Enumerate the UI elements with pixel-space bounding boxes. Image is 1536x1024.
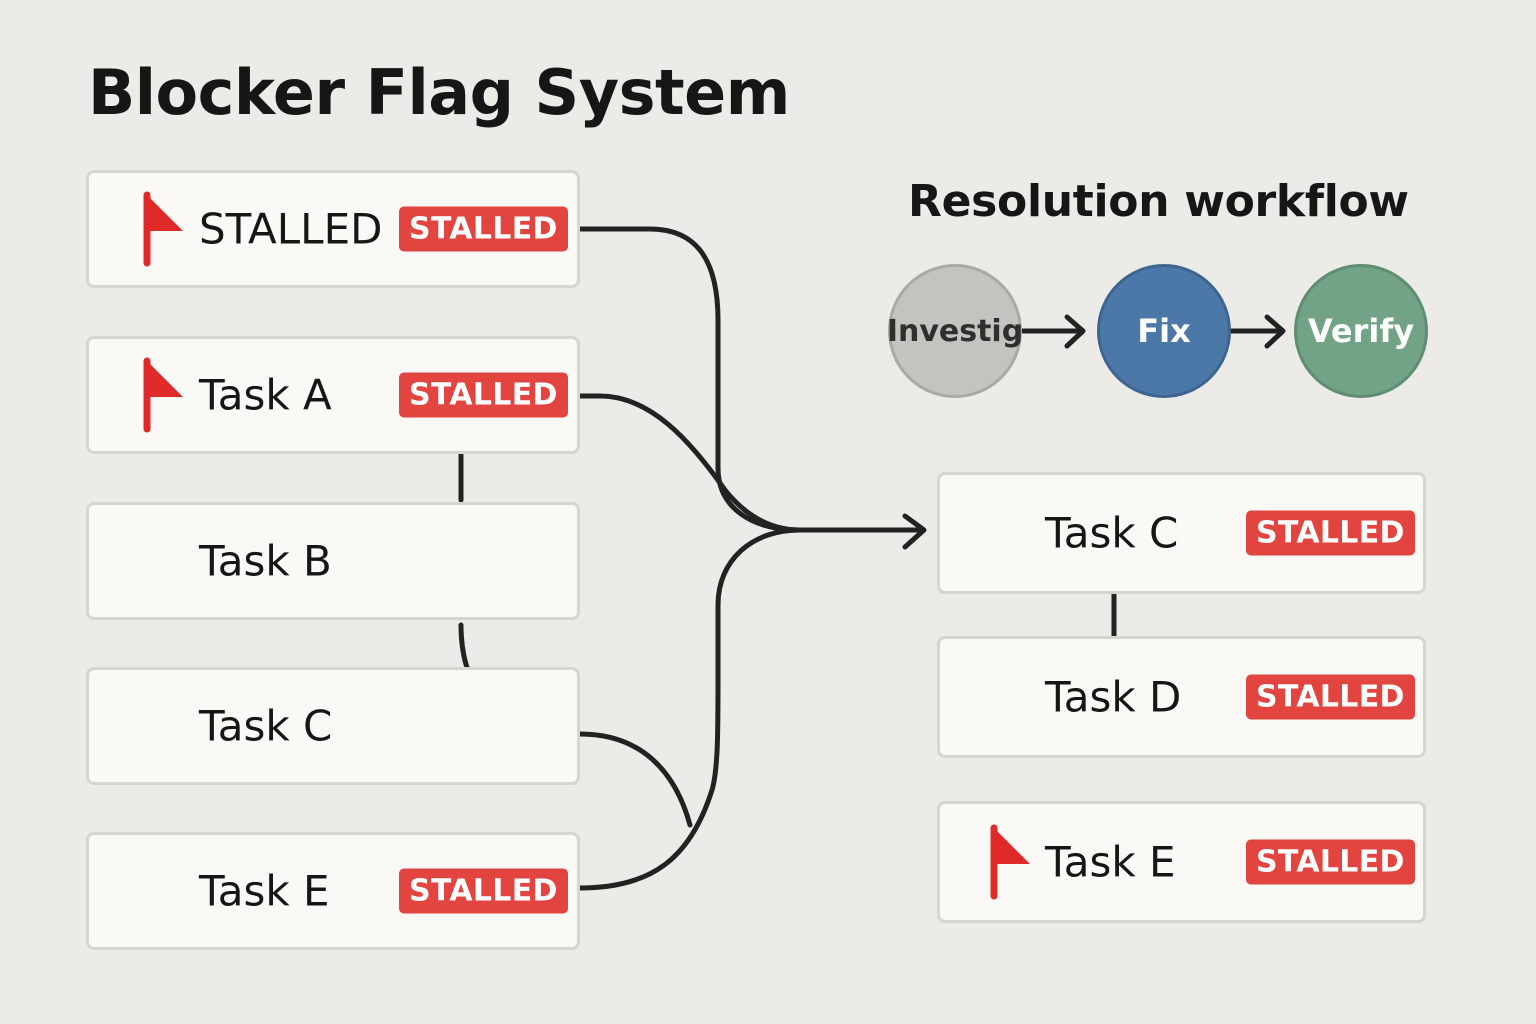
task-card-task-c[interactable]: Task C xyxy=(86,667,580,785)
task-card-stalled[interactable]: STALLED STALLED xyxy=(86,170,580,288)
workflow-step-investigate[interactable]: Investig xyxy=(886,264,1024,398)
task-card-task-e[interactable]: Task E STALLED xyxy=(86,832,580,950)
task-card-task-c-right[interactable]: Task C STALLED xyxy=(937,472,1426,594)
connector-task-e-to-merge xyxy=(577,527,803,891)
task-card-task-d-right[interactable]: Task D STALLED xyxy=(937,636,1426,758)
flag-icon xyxy=(143,191,183,267)
task-label: Task B xyxy=(199,536,332,586)
workflow-step-fix[interactable]: Fix xyxy=(1097,264,1231,398)
status-badge: STALLED xyxy=(399,372,568,418)
task-label: Task D xyxy=(1045,672,1182,722)
task-label: Task E xyxy=(199,866,330,916)
task-label: Task C xyxy=(1045,508,1179,558)
flag-icon xyxy=(143,357,183,433)
connector-stalled-to-merge xyxy=(577,226,803,533)
status-badge: STALLED xyxy=(1246,839,1415,885)
task-card-task-a[interactable]: Task A STALLED xyxy=(86,336,580,454)
step-label: Verify xyxy=(1307,312,1415,350)
task-label: Task A xyxy=(199,370,332,420)
status-badge: STALLED xyxy=(399,868,568,914)
workflow-title: Resolution workflow xyxy=(908,176,1409,227)
step-label: Fix xyxy=(1137,312,1191,350)
task-card-task-b[interactable]: Task B xyxy=(86,502,580,620)
step-label: Investig xyxy=(886,313,1024,349)
task-label: Task C xyxy=(199,701,333,751)
arrowhead-task-c xyxy=(902,513,927,550)
workflow-step-verify[interactable]: Verify xyxy=(1294,264,1428,398)
task-card-task-e-right[interactable]: Task E STALLED xyxy=(937,801,1426,923)
task-label: STALLED xyxy=(199,204,383,254)
arrowhead-fix xyxy=(1064,314,1086,349)
status-badge: STALLED xyxy=(1246,674,1415,720)
connector-task-a-to-merge xyxy=(577,393,803,533)
status-badge: STALLED xyxy=(1246,510,1415,556)
arrowhead-verify xyxy=(1264,314,1286,349)
status-badge: STALLED xyxy=(399,206,568,252)
task-label: Task E xyxy=(1045,837,1176,887)
flag-icon xyxy=(990,824,1030,900)
page-title: Blocker Flag System xyxy=(88,56,790,129)
